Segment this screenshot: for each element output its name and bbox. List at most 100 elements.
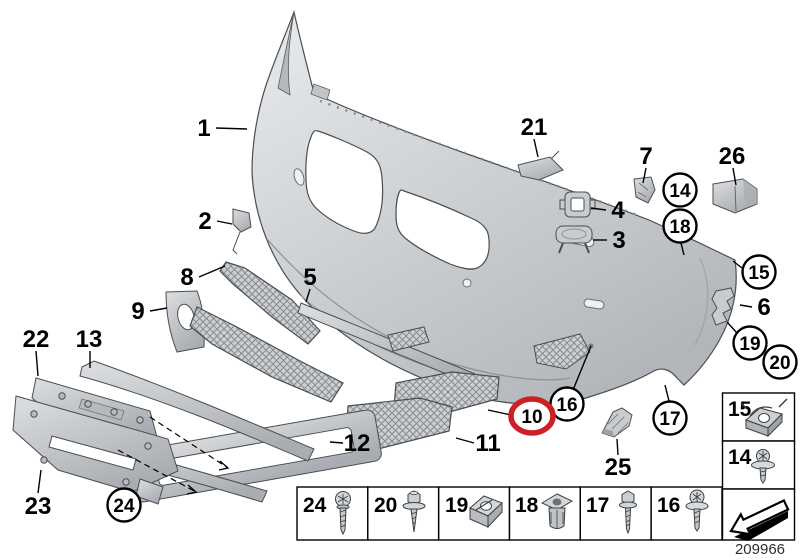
- part-8-mesh-grille: [219, 261, 321, 345]
- callout-14-circled[interactable]: 14: [662, 172, 698, 208]
- callout-24-label: 24: [113, 496, 135, 517]
- callout-18-label: 18: [669, 217, 690, 238]
- callout-10-label: 10: [521, 407, 542, 428]
- callout-19-label: 19: [739, 334, 760, 355]
- part-front-bumper-shell: [251, 9, 737, 405]
- legend-16-label: 16: [657, 494, 680, 517]
- legend-box-16: 16: [650, 486, 723, 541]
- hex-bolt-with-washer-icon: [402, 490, 426, 533]
- leader-line-21: [533, 138, 539, 158]
- callout-18-circled[interactable]: 18: [662, 208, 698, 244]
- bumper-side-flange: [277, 11, 295, 96]
- leader-line-6: [739, 304, 753, 308]
- legend-box-18: 18: [508, 486, 582, 541]
- torx-screw-with-washer-icon: [685, 489, 709, 532]
- leader-line-5: [305, 288, 311, 303]
- screw-with-washer-icon: [751, 449, 775, 484]
- part-21-cover: [517, 150, 564, 181]
- part-9-fog-grille: [165, 290, 344, 403]
- callout-1[interactable]: 1: [197, 115, 210, 142]
- callout-2[interactable]: 2: [198, 208, 211, 235]
- doc-number: 209966: [735, 541, 785, 558]
- part-23-plate-bracket: [12, 395, 179, 505]
- leader-line-12: [329, 441, 344, 444]
- bumper-corner-crease: [694, 257, 709, 346]
- part-3-bracket: [555, 225, 593, 254]
- part-25-guide: [601, 407, 633, 438]
- dashed-leaders-24: [117, 416, 230, 495]
- legend-18-label: 18: [515, 494, 539, 517]
- callout-6[interactable]: 6: [757, 294, 770, 321]
- callout-4[interactable]: 4: [611, 197, 625, 224]
- part-4-clamp: [559, 191, 596, 218]
- callout-17-circled[interactable]: 17: [652, 400, 688, 436]
- callout-16-circled[interactable]: 16: [549, 386, 585, 422]
- circled-callouts: 14 18 15 19 20 16 17 24: [106, 172, 798, 523]
- callout-24-circled[interactable]: 24: [106, 487, 142, 523]
- expanding-nut-icon: [540, 493, 574, 529]
- legend-side-column: 15 14: [721, 392, 796, 541]
- leader-line-10: [487, 409, 512, 416]
- callout-20-circled[interactable]: 20: [762, 344, 798, 380]
- part-2-bracket: [232, 208, 252, 255]
- leader-line-26: [732, 167, 737, 186]
- plain-callouts: 1 2 3 4 5 6 7 8 9 11 12 13 21 22 23 25 2…: [23, 114, 771, 520]
- callout-23[interactable]: 23: [25, 493, 52, 520]
- callout-19-circled[interactable]: 19: [732, 325, 768, 361]
- legend-bottom-row: 24 20 19: [296, 486, 723, 541]
- bumper-top-bracket: [310, 83, 331, 101]
- callout-14-label: 14: [669, 181, 691, 202]
- leader-line-8: [198, 265, 226, 278]
- highlight-ring: [508, 396, 556, 436]
- legend-24-label: 24: [303, 494, 327, 517]
- callout-25[interactable]: 25: [605, 454, 632, 481]
- cage-nut-icon: [740, 398, 788, 438]
- legend-20-label: 20: [374, 494, 397, 517]
- callout-13[interactable]: 13: [76, 326, 103, 353]
- legend-direction-box: [721, 488, 796, 541]
- callout-22[interactable]: 22: [23, 326, 50, 353]
- part-6-bracket: [711, 287, 735, 326]
- center-mesh-piece: [387, 326, 430, 352]
- callout-7[interactable]: 7: [639, 143, 652, 170]
- part-13-trim-strip: [79, 360, 315, 462]
- leader-line-15: [732, 260, 743, 269]
- leader-line-23: [37, 469, 42, 494]
- callout-8[interactable]: 8: [180, 264, 193, 291]
- legend-15-label: 15: [728, 398, 752, 421]
- leader-line-7: [642, 167, 647, 184]
- callout-20-label: 20: [769, 353, 790, 374]
- leader-line-4: [590, 207, 607, 211]
- callout-5[interactable]: 5: [303, 264, 316, 291]
- callout-3[interactable]: 3: [612, 227, 625, 254]
- callout-15-circled[interactable]: 15: [741, 254, 777, 290]
- callout-17-label: 17: [659, 409, 680, 430]
- callout-12[interactable]: 12: [344, 430, 371, 457]
- leader-line-9: [149, 307, 168, 312]
- hex-tapping-screw-icon: [619, 490, 637, 535]
- callout-21[interactable]: 21: [521, 114, 548, 141]
- legend-box-24: 24: [296, 486, 369, 541]
- callout-10-highlighted[interactable]: 10: [508, 396, 556, 436]
- leader-line-16: [572, 345, 592, 391]
- callout-9[interactable]: 9: [131, 298, 144, 325]
- callout-16-label: 16: [556, 395, 577, 416]
- callout-11[interactable]: 11: [475, 430, 500, 457]
- part-26-bracket: [712, 178, 758, 214]
- right-mesh-piece: [533, 333, 591, 370]
- installation-direction-arrow-icon: [729, 499, 790, 541]
- bumper-side-slot: [583, 298, 605, 310]
- legend-box-15: 15: [721, 392, 796, 442]
- leader-lines: [35, 127, 753, 494]
- leader-line-2: [216, 220, 233, 225]
- callout-26[interactable]: 26: [719, 143, 746, 170]
- legend-box-20: 20: [367, 486, 440, 541]
- speed-clip-nut-icon: [469, 495, 503, 529]
- leader-line-25: [616, 438, 619, 456]
- leader-line-17: [664, 384, 670, 402]
- legend-19-label: 19: [445, 494, 468, 517]
- legend-14-label: 14: [728, 446, 752, 469]
- bumper-left-hole: [293, 168, 305, 186]
